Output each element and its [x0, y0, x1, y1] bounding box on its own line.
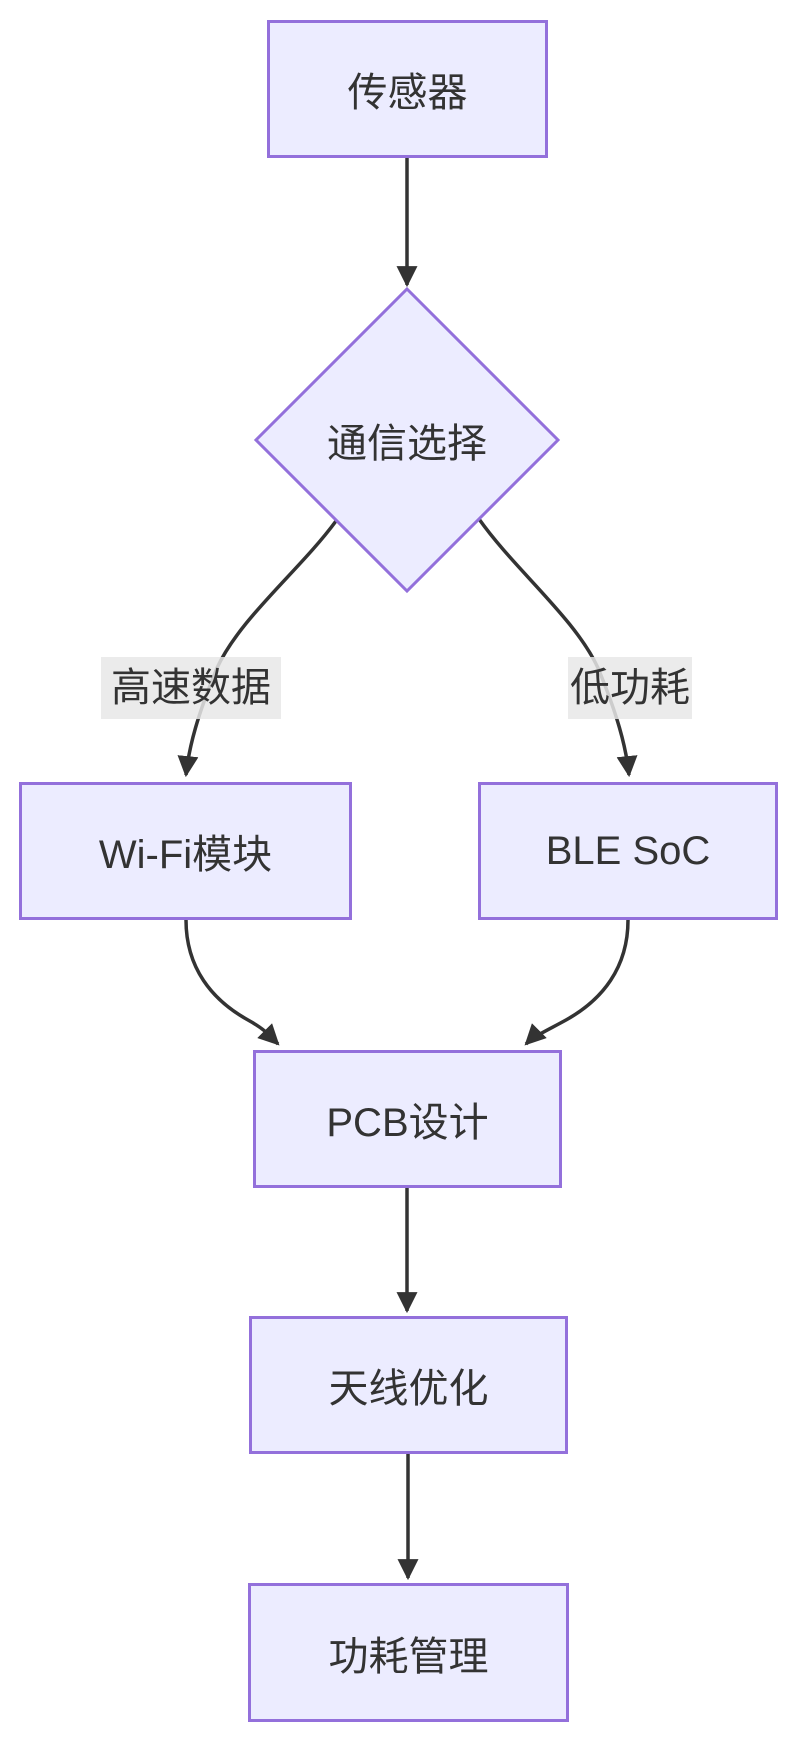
edge-label-low-power: 低功耗 — [568, 657, 692, 719]
edge-comm-choice-to-ble — [477, 517, 638, 778]
node-sensor: 传感器 — [267, 20, 548, 158]
node-comm-choice: 通信选择 — [287, 412, 527, 468]
edge-wifi-to-pcb — [184, 919, 280, 1046]
edge-label-low-power-text: 低功耗 — [570, 666, 690, 710]
node-power-management-label: 功耗管理 — [328, 1634, 489, 1679]
node-sensor-label: 传感器 — [347, 71, 468, 115]
node-power-management: 功耗管理 — [248, 1583, 569, 1722]
edge-label-high-speed-data-text: 高速数据 — [111, 666, 271, 710]
node-antenna-optimization-label: 天线优化 — [328, 1367, 489, 1411]
node-comm-choice-label: 通信选择 — [327, 422, 487, 466]
edge-ble-to-pcb — [524, 919, 630, 1046]
node-wifi-module: Wi-Fi模块 — [19, 782, 352, 920]
node-pcb-design-label: PCB设计 — [326, 1101, 489, 1145]
node-ble-soc: BLE SoC — [478, 782, 778, 920]
edge-comm-choice-to-wifi — [177, 519, 338, 778]
node-comm-choice-shape — [253, 286, 561, 594]
node-ble-soc-label: BLE SoC — [545, 828, 711, 873]
node-wifi-module-label: Wi-Fi模块 — [98, 833, 273, 877]
node-antenna-optimization: 天线优化 — [249, 1316, 568, 1454]
node-pcb-design: PCB设计 — [253, 1050, 562, 1188]
edge-label-high-speed-data: 高速数据 — [101, 657, 281, 719]
